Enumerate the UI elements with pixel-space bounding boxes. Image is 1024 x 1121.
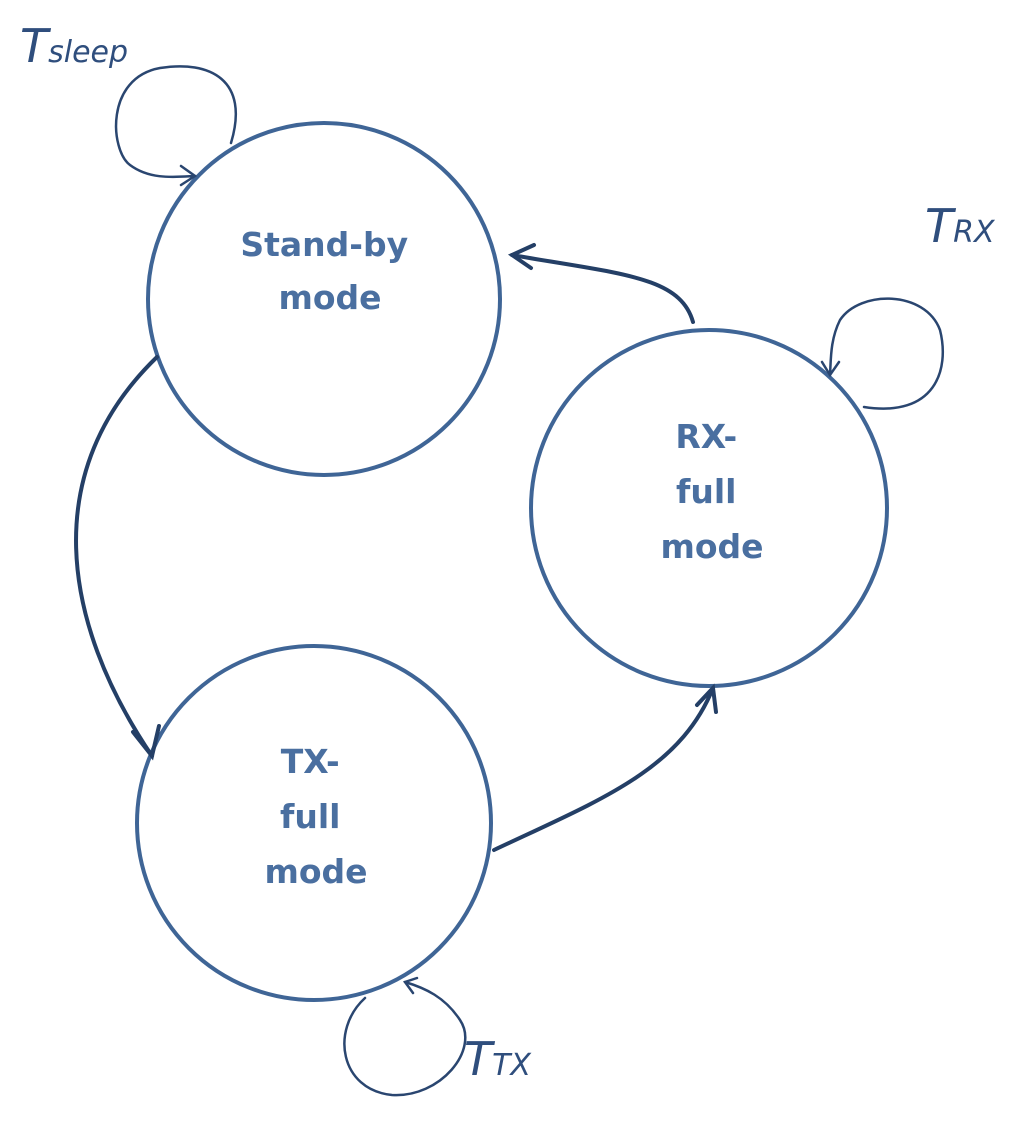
transition-rx-to-standby-line [510,253,695,324]
self-loop-rx-arrowhead [820,360,841,378]
state-standby-line2: mode [278,278,381,317]
self-loop-standby [114,65,238,187]
label-t-rx-main: T [925,199,957,253]
label-t-sleep-sub: sleep [48,35,128,70]
self-loop-rx-line [828,297,944,410]
transition-standby-to-tx [74,355,161,761]
self-loop-tx-line [343,980,467,1097]
transition-rx-to-standby-arrowhead [507,243,536,270]
self-loop-standby-line [114,65,238,179]
label-t-sleep: Tsleep [20,19,128,73]
state-rx-line3: mode [660,527,763,566]
state-rx-label: RX- full mode [660,417,763,566]
transition-rx-to-standby [507,243,695,324]
self-loop-standby-arrowhead [179,164,198,187]
transition-tx-to-rx [492,683,718,852]
self-loop-tx [343,976,467,1097]
transition-standby-to-tx-arrowhead [131,724,161,761]
label-t-rx: TRX [925,199,996,253]
label-t-tx-sub: TX [492,1048,532,1083]
state-standby-line1: Stand-by [240,225,408,264]
self-loop-rx [820,297,944,410]
state-tx-label: TX- full mode [264,742,367,891]
state-tx-line3: mode [264,852,367,891]
state-standby [146,121,502,477]
transition-tx-to-rx-line [492,686,715,852]
state-rx-line1: RX- [675,417,737,456]
label-t-tx-main: T [464,1032,496,1086]
transition-tx-to-rx-arrowhead [695,683,718,714]
state-tx-full [135,644,493,1002]
self-loop-tx-arrowhead [402,976,419,995]
label-t-tx: TTX [464,1032,532,1086]
label-t-sleep-main: T [20,19,52,73]
state-standby-label: Stand-by mode [240,225,419,317]
state-rx-full [529,328,889,688]
state-rx-line2: full [676,472,736,511]
label-t-rx-sub: RX [953,215,996,250]
state-tx-line2: full [280,797,340,836]
state-tx-line1: TX- [281,742,340,781]
transition-standby-to-tx-line [74,355,159,758]
